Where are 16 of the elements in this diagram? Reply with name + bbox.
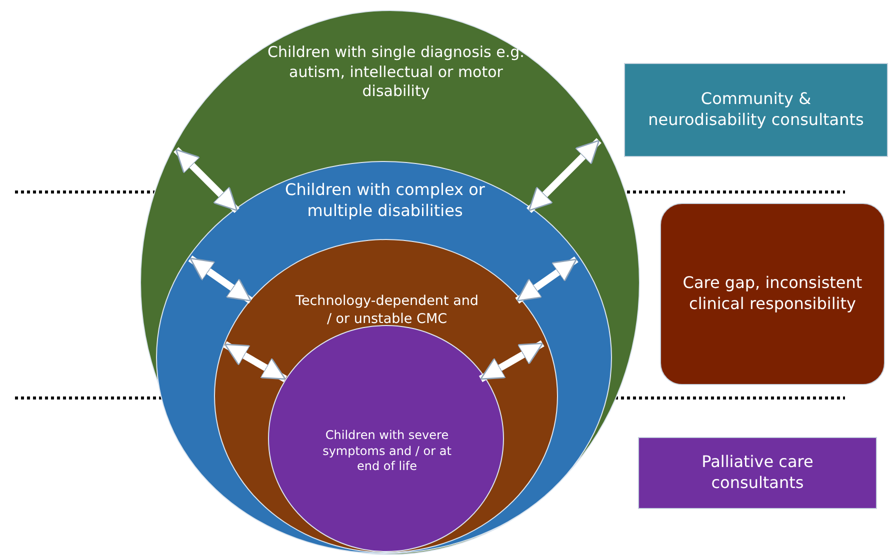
double-arrow <box>478 340 544 382</box>
label-box <box>624 63 888 157</box>
region-label: Children with severe symptoms and / or at end of life <box>322 428 452 475</box>
double-arrow <box>188 256 253 304</box>
region-label: Children with single diagnosis e.g. autism, intellectual or motor disability <box>266 43 526 102</box>
double-arrow <box>515 256 578 304</box>
double-arrow <box>223 341 288 382</box>
region-label: Technology-dependent and / or unstable CMC <box>294 293 480 328</box>
label-box <box>660 203 885 385</box>
label-box <box>638 437 877 509</box>
box-label: Care gap, inconsistent clinical responsibility <box>682 273 864 315</box>
box-label: Community & neurodisability consultants <box>647 89 865 131</box>
double-arrow <box>174 147 240 213</box>
double-arrow <box>526 138 602 213</box>
region-label: Children with complex or multiple disabilities <box>284 180 486 222</box>
box-label: Palliative care consultants <box>700 452 814 494</box>
